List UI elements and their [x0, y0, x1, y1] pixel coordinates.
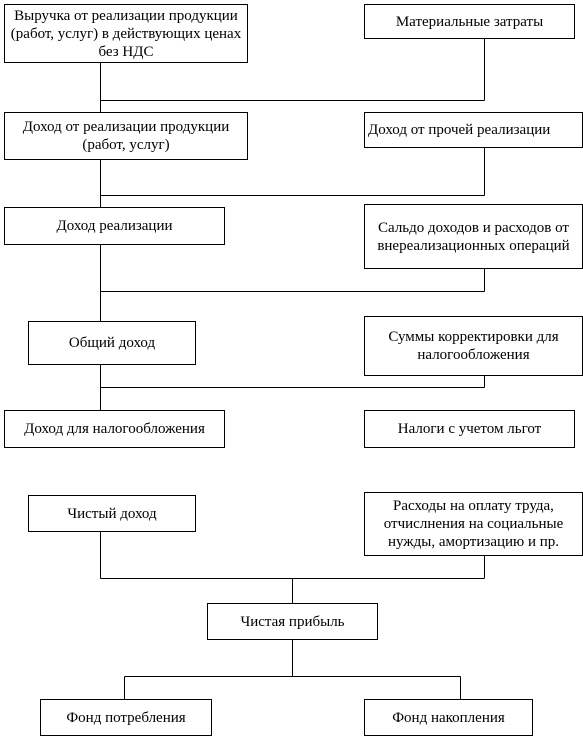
- node-revenue: Выручка от реализации продукции (работ, …: [4, 4, 248, 63]
- node-label: Фонд накопления: [392, 709, 505, 726]
- node-other-sales-income: Доход от прочей реализации: [364, 112, 583, 148]
- node-total-income: Общий доход: [28, 321, 196, 365]
- node-sales-income: Доход от реализации продукции (работ, ус…: [4, 112, 248, 160]
- node-label: Доход для налогообложения: [24, 421, 205, 437]
- node-consumption-fund: Фонд потребления: [40, 699, 212, 736]
- node-label: Суммы корректировки для налогообложения: [388, 329, 559, 363]
- node-label: Чистый доход: [67, 505, 157, 522]
- node-label: Материальные затраты: [395, 13, 544, 30]
- node-label: Сальдо доходов и расходов от внереализац…: [377, 219, 570, 254]
- node-label: Налоги с учетом льгот: [397, 421, 542, 437]
- node-accumulation-fund: Фонд накопления: [364, 699, 533, 736]
- node-label: Доход от прочей реализации: [368, 122, 551, 138]
- node-material-costs: Материальные затраты: [364, 4, 575, 39]
- node-taxable-income: Доход для налогообложения: [4, 410, 225, 448]
- node-label: Фонд потребления: [66, 709, 186, 726]
- node-label: Расходы на оплату труда, отчислнения на …: [383, 498, 564, 550]
- node-label: Выручка от реализации продукции (работ, …: [10, 7, 242, 60]
- node-labor-expenses: Расходы на оплату труда, отчислнения на …: [364, 492, 583, 556]
- node-non-operating-balance: Сальдо доходов и расходов от внереализац…: [364, 204, 583, 269]
- node-label: Общий доход: [68, 335, 156, 351]
- node-label: Доход от реализации продукции (работ, ус…: [22, 119, 230, 153]
- node-label: Доход реализации: [56, 218, 173, 234]
- node-label: Чистая прибыль: [240, 613, 345, 630]
- node-net-income: Чистый доход: [28, 495, 196, 532]
- node-taxes-with-benefits: Налоги с учетом льгот: [364, 410, 575, 448]
- node-tax-adjustments: Суммы корректировки для налогообложения: [364, 316, 583, 376]
- node-realization-income: Доход реализации: [4, 207, 225, 245]
- node-net-profit: Чистая прибыль: [207, 603, 378, 640]
